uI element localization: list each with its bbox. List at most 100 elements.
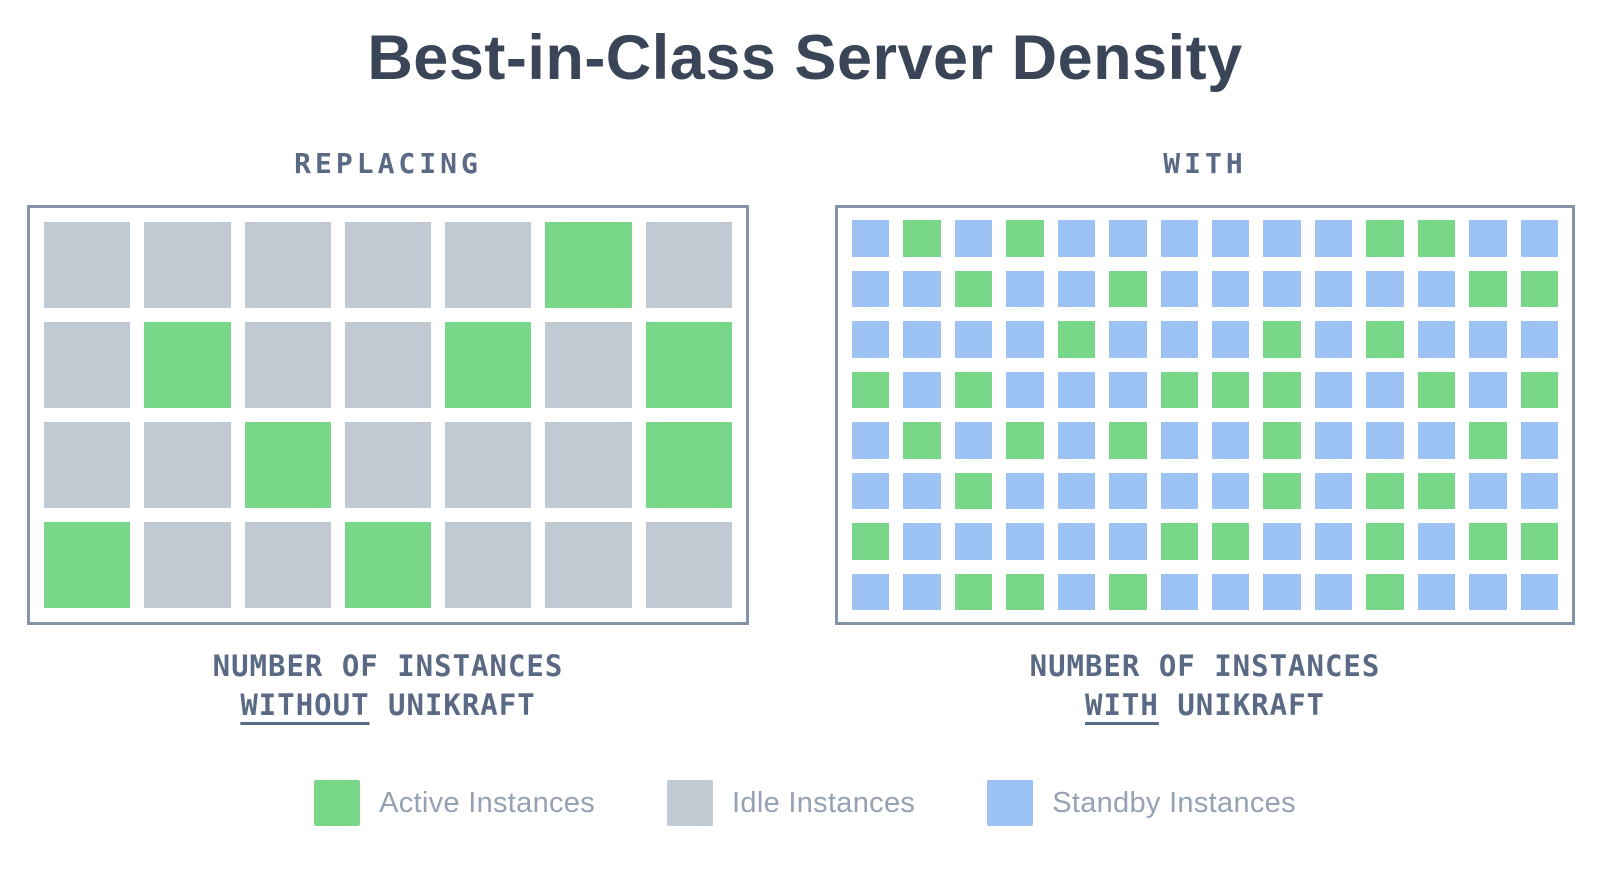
instance-cell-active — [244, 422, 331, 508]
left-caption-rest: UNIKRAFT — [388, 688, 536, 722]
page-title: Best-in-Class Server Density — [367, 23, 1243, 93]
instance-cell-standby — [1520, 573, 1558, 610]
instance-cell-standby — [903, 523, 941, 560]
instance-cell-idle — [545, 522, 632, 608]
instance-cell-standby — [1520, 422, 1558, 459]
instance-cell-active — [1160, 371, 1198, 408]
instance-cell-active — [1057, 321, 1096, 358]
instance-cell-active — [1417, 472, 1456, 509]
instance-cell-idle — [344, 322, 432, 408]
instance-cell-active — [1263, 371, 1301, 408]
instance-cell-active — [645, 422, 732, 508]
instance-cell-standby — [1520, 321, 1558, 358]
instance-cell-standby — [852, 422, 890, 459]
instance-cell-active — [903, 422, 941, 459]
instance-cell-standby — [903, 321, 941, 358]
instance-cell-standby — [903, 371, 941, 408]
instance-cell-active — [344, 522, 432, 608]
active-instances-swatch — [314, 780, 361, 826]
instance-cell-active — [1006, 220, 1044, 257]
instance-cell-active — [903, 220, 941, 257]
instance-cell-standby — [1006, 523, 1044, 560]
instance-cell-active — [1160, 523, 1198, 560]
instance-cell-standby — [1057, 270, 1096, 307]
instance-cell-standby — [1006, 321, 1044, 358]
instance-cell-standby — [1211, 422, 1250, 459]
instance-cell-standby — [903, 573, 941, 610]
instance-cell-standby — [1109, 321, 1147, 358]
instance-cell-idle — [445, 522, 532, 608]
instance-cell-active — [1366, 573, 1404, 610]
instance-cell-standby — [1314, 220, 1353, 257]
legend-label-active: Active Instances — [379, 786, 596, 819]
instance-cell-active — [1366, 472, 1404, 509]
instance-cell-idle — [44, 422, 131, 508]
instance-cell-standby — [1417, 270, 1456, 307]
instance-cell-standby — [1160, 321, 1198, 358]
instance-cell-active — [954, 573, 993, 610]
instance-cell-idle — [545, 322, 632, 408]
instance-cell-active — [1263, 472, 1301, 509]
instance-cell-standby — [1366, 422, 1404, 459]
instance-cell-standby — [1160, 220, 1198, 257]
instance-cell-standby — [1211, 472, 1250, 509]
instance-cell-active — [954, 270, 993, 307]
instance-cell-active — [44, 522, 131, 608]
instance-cell-active — [1263, 321, 1301, 358]
instance-cell-standby — [1006, 472, 1044, 509]
instance-cell-standby — [852, 270, 890, 307]
instance-cell-active — [1417, 371, 1456, 408]
instance-cell-standby — [1057, 371, 1096, 408]
instance-cell-active — [1366, 523, 1404, 560]
instance-cell-standby — [1366, 371, 1404, 408]
instance-cell-idle — [244, 522, 331, 608]
instance-cell-idle — [244, 222, 331, 308]
instance-cell-active — [545, 222, 632, 308]
without-unikraft-column: REPLACING NUMBER OF INSTANCES WITHOUT UN… — [27, 147, 749, 725]
instance-cell-active — [1211, 523, 1250, 560]
instance-cell-standby — [852, 472, 890, 509]
instance-cell-idle — [144, 422, 231, 508]
with-unikraft-waffle-grid — [852, 220, 1558, 610]
instance-cell-active — [1366, 321, 1404, 358]
instance-cell-active — [1109, 270, 1147, 307]
instance-cell-standby — [1263, 220, 1301, 257]
instance-cell-active — [1520, 270, 1558, 307]
instance-cell-active — [954, 371, 993, 408]
right-caption-line1: NUMBER OF INSTANCES — [1029, 649, 1381, 683]
instance-cell-standby — [1263, 573, 1301, 610]
legend: Active Instances Idle Instances Standby … — [0, 780, 1610, 826]
instance-cell-active — [852, 371, 890, 408]
instance-cell-standby — [1006, 270, 1044, 307]
instance-cell-standby — [1314, 321, 1353, 358]
instance-cell-active — [954, 472, 993, 509]
instance-cell-standby — [1314, 523, 1353, 560]
right-grid-panel — [835, 205, 1575, 625]
instance-cell-active — [1469, 270, 1507, 307]
instance-cell-idle — [344, 222, 432, 308]
instance-cell-standby — [1057, 422, 1096, 459]
grids-row: REPLACING NUMBER OF INSTANCES WITHOUT UN… — [0, 147, 1610, 725]
instance-cell-standby — [1314, 472, 1353, 509]
idle-instances-swatch — [667, 780, 714, 826]
instance-cell-standby — [1109, 523, 1147, 560]
legend-label-standby: Standby Instances — [1052, 786, 1296, 819]
instance-cell-standby — [954, 422, 993, 459]
right-grid-header: WITH — [1163, 147, 1247, 180]
instance-cell-active — [1417, 220, 1456, 257]
instance-cell-standby — [1314, 573, 1353, 610]
instance-cell-standby — [1469, 321, 1507, 358]
instance-cell-idle — [645, 522, 732, 608]
instance-cell-standby — [1366, 270, 1404, 307]
instance-cell-standby — [1469, 220, 1507, 257]
instance-cell-active — [852, 523, 890, 560]
instance-cell-standby — [1314, 422, 1353, 459]
instance-cell-standby — [1057, 472, 1096, 509]
instance-cell-active — [1263, 422, 1301, 459]
instance-cell-standby — [1006, 371, 1044, 408]
instance-cell-standby — [1109, 220, 1147, 257]
instance-cell-standby — [1469, 371, 1507, 408]
instance-cell-standby — [903, 472, 941, 509]
instance-cell-standby — [954, 523, 993, 560]
